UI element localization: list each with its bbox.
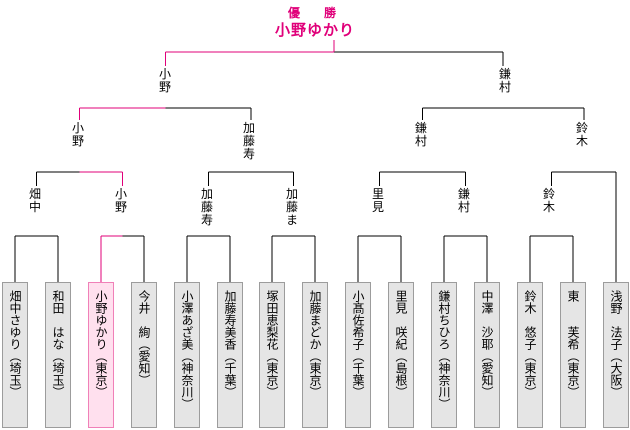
player-entry: 中澤 沙耶（愛知） xyxy=(474,282,500,428)
champion-label: 優 勝 xyxy=(287,6,342,20)
player-entry: 浅野 法子（大阪） xyxy=(603,282,629,428)
player-entry: 小澤あざ美（神奈川） xyxy=(174,282,200,428)
semifinal-node-1: 小野 xyxy=(71,121,84,148)
player-entry: 里見 咲紀（島根） xyxy=(388,282,414,428)
player-entry: 畑中さゆり（埼玉） xyxy=(2,282,28,428)
quarterfinal-node-6: 鎌村 xyxy=(457,187,470,214)
player-entry: 和田 はな（埼玉） xyxy=(45,282,71,428)
quarterfinal-node-2: 小野 xyxy=(114,187,127,214)
quarterfinal-node-7: 鈴木 xyxy=(542,187,555,214)
player-entry: 東 芙希（東京） xyxy=(560,282,586,428)
player-entry: 鎌村ちひろ（神奈川） xyxy=(431,282,457,428)
player-entry: 鈴木 悠子（東京） xyxy=(517,282,543,428)
quarterfinal-node-4: 加藤ま xyxy=(285,187,298,227)
player-entry: 塚田恵梨花（東京） xyxy=(259,282,285,428)
final-node-2: 鎌村 xyxy=(498,67,511,94)
quarterfinal-node-1: 畑中 xyxy=(28,187,41,214)
semifinal-node-2: 加藤寿 xyxy=(242,121,255,161)
final-node-1: 小野 xyxy=(158,67,171,94)
quarterfinal-node-5: 里見 xyxy=(371,187,384,214)
player-entry: 小髙佐希子（千葉） xyxy=(345,282,371,428)
player-entry-winner: 小野ゆかり（東京） xyxy=(88,282,114,428)
champion-name: 小野ゆかり xyxy=(274,21,355,39)
player-entry: 加藤寿美香（千葉） xyxy=(217,282,243,428)
player-entry: 今井 絢（愛知） xyxy=(131,282,157,428)
quarterfinal-node-3: 加藤寿 xyxy=(200,187,213,227)
player-entry: 加藤まどか（東京） xyxy=(302,282,328,428)
semifinal-node-3: 鎌村 xyxy=(414,121,427,148)
semifinal-node-4: 鈴木 xyxy=(575,121,588,148)
